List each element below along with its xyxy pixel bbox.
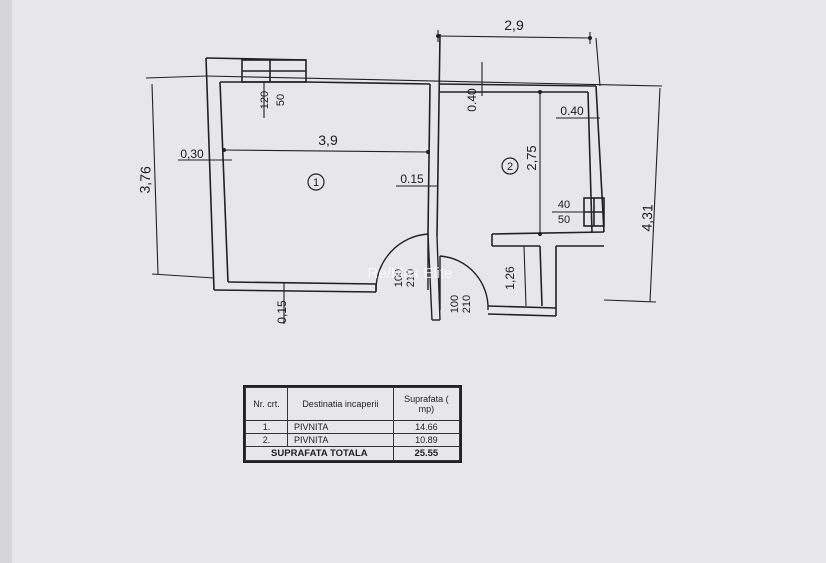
dim-room2-height: 4,31	[639, 204, 656, 232]
dim-door2-height: 210	[461, 295, 473, 313]
dimension-ticks	[222, 34, 592, 236]
row1-area: 14.66	[392, 420, 461, 434]
header-nr: Nr. crt.	[244, 387, 289, 421]
total-value: 25.55	[392, 446, 461, 461]
dimension-lines	[145, 30, 663, 324]
dim-window2-width: 40	[558, 199, 570, 211]
row2-destination: PIVNITA	[287, 433, 394, 447]
dimension-labels: 2,9 3,76 4,31 3,9 2,75 1,26 0,30 0.15 0,…	[137, 17, 656, 324]
dim-door1-width: 100	[393, 269, 405, 287]
dim-right-wall-room2: 0.40	[560, 104, 584, 118]
dim-window1-height: 50	[275, 94, 287, 106]
door2-swing	[439, 255, 489, 311]
header-area: Suprafata ( mp)	[392, 387, 461, 421]
table-row: 2. PIVNITA 10.89	[244, 433, 461, 447]
area-table: Nr. crt. Destinatia incaperii Suprafata …	[243, 385, 462, 463]
total-label: SUPRAFATA TOTALA	[245, 446, 394, 461]
table-header-row: Nr. crt. Destinatia incaperii Suprafata …	[244, 387, 461, 421]
area-table-grid: Nr. crt. Destinatia incaperii Suprafata …	[244, 387, 461, 461]
row1-destination: PIVNITA	[287, 420, 394, 434]
room2-marker	[501, 157, 519, 175]
watermark-logo: Re/Max Elite	[367, 265, 452, 282]
dim-window2-height: 50	[558, 214, 570, 226]
row2-area: 10.89	[392, 433, 461, 447]
table-row: 1. PIVNITA 14.66	[244, 420, 461, 434]
room2-walls	[439, 83, 605, 317]
header-destination: Destinatia incaperii	[287, 387, 394, 421]
dim-room1-width: 3,9	[318, 132, 338, 148]
dim-window1-width: 120	[259, 91, 271, 109]
room1-number: 1	[313, 177, 319, 189]
dim-room1-height: 3,76	[137, 166, 154, 194]
dim-top-wall-room2: 0.40	[465, 88, 479, 112]
room1-walls	[205, 33, 441, 293]
dim-room2-lower: 1,26	[503, 266, 517, 290]
dim-room2-width: 2,9	[504, 17, 524, 33]
paper-edge	[0, 0, 12, 563]
dim-middle-wall: 0.15	[400, 172, 424, 186]
table-total-row: SUPRAFATA TOTALA 25.55	[245, 446, 461, 461]
room2-number: 2	[507, 161, 513, 173]
dim-room2-inner-height: 2,75	[524, 145, 539, 170]
dim-door2-width: 100	[449, 295, 461, 313]
room-labels: 1 2	[307, 157, 519, 191]
row1-nr: 1.	[244, 420, 289, 434]
room1-marker	[307, 173, 325, 191]
dim-left-wall: 0,30	[180, 147, 204, 161]
row2-nr: 2.	[244, 433, 289, 447]
dim-door1-height: 210	[405, 269, 417, 287]
dim-bottom-wall: 0,15	[275, 300, 289, 324]
